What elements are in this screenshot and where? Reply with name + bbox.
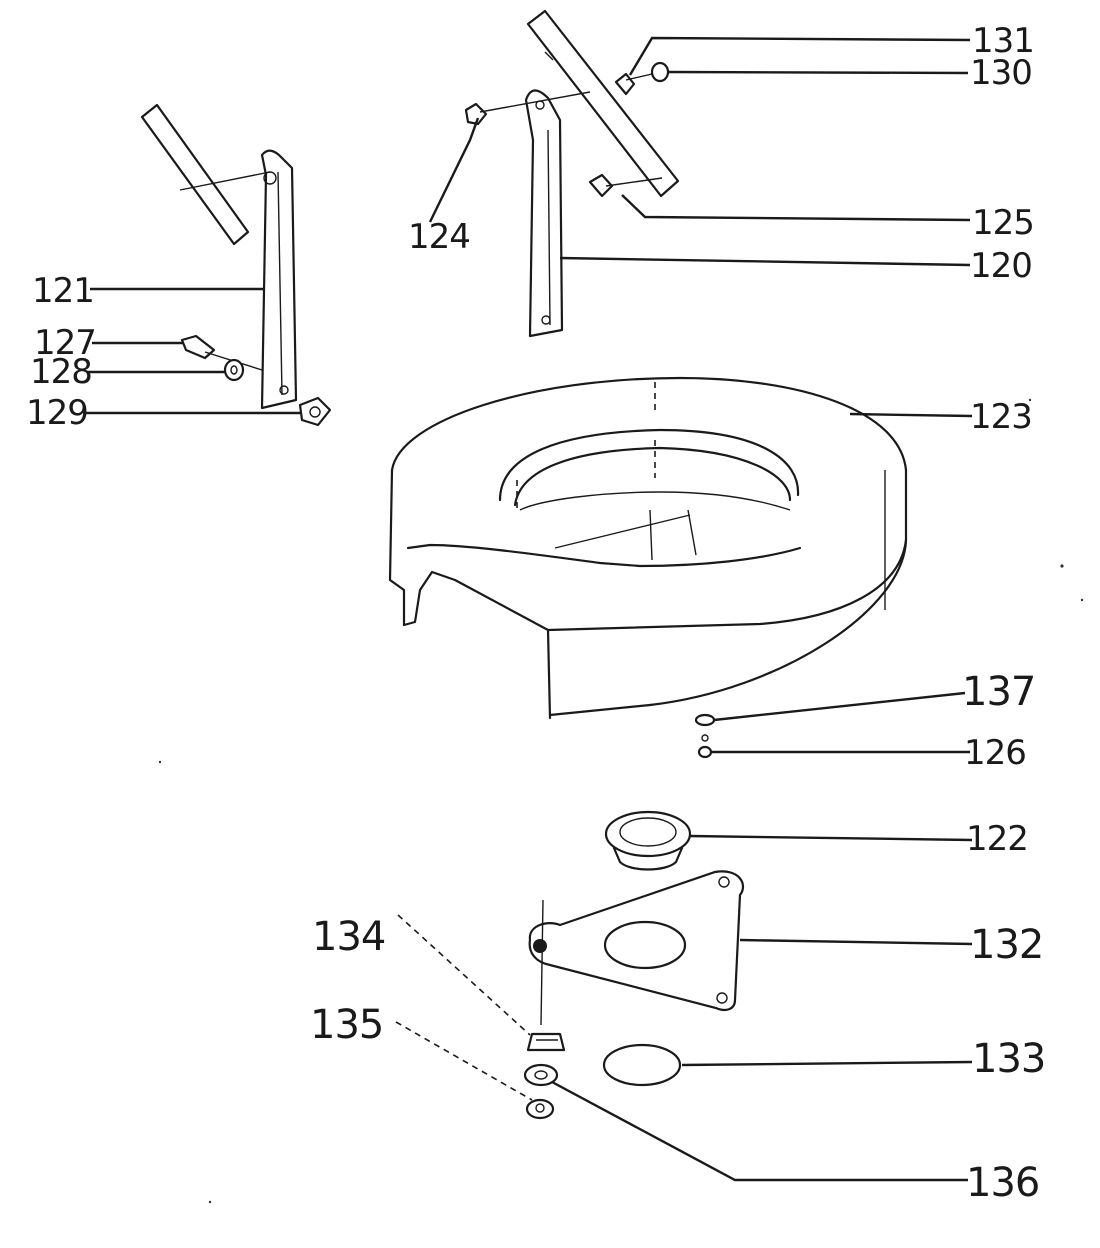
label-129: 129 — [26, 393, 88, 433]
plate-132 — [528, 870, 973, 1026]
label-132: 132 — [970, 922, 1043, 968]
label-120: 120 — [970, 246, 1032, 286]
label-137: 137 — [962, 669, 1035, 715]
callout-labels: 131 130 124 125 120 121 127 128 129 123 … — [26, 21, 1046, 1206]
ring-133 — [602, 1043, 973, 1087]
left-bracket-assembly — [84, 103, 332, 427]
label-128: 128 — [30, 352, 92, 392]
label-124: 124 — [408, 217, 470, 257]
label-133: 133 — [972, 1036, 1045, 1082]
label-122: 122 — [966, 819, 1028, 859]
washer-128 — [223, 358, 245, 382]
bracket-120 — [524, 89, 564, 338]
label-130: 130 — [970, 53, 1032, 93]
label-135: 135 — [310, 1002, 383, 1048]
label-125: 125 — [972, 203, 1034, 243]
label-121: 121 — [32, 271, 94, 311]
label-136: 136 — [966, 1160, 1039, 1206]
pin-125 — [588, 173, 663, 198]
clip-131 — [614, 72, 636, 96]
nut-129 — [298, 396, 332, 427]
bushing-122 — [604, 810, 973, 871]
screw-126 — [697, 734, 970, 759]
bracket-121 — [260, 149, 298, 410]
right-rod — [526, 9, 680, 198]
housing-123 — [388, 376, 973, 720]
left-rod — [140, 103, 271, 246]
right-bracket-assembly — [428, 9, 971, 338]
label-134: 134 — [312, 914, 385, 960]
scan-specks — [158, 398, 1084, 1204]
bolt-127 — [180, 334, 263, 371]
label-123: 123 — [970, 397, 1032, 437]
clip-134 — [397, 914, 566, 1052]
nut-130 — [625, 61, 670, 83]
washer-137 — [694, 691, 966, 727]
label-126: 126 — [964, 733, 1026, 773]
label-127: 127 — [34, 323, 96, 363]
pin-124 — [464, 91, 591, 126]
screw-135 — [395, 1021, 555, 1120]
washer-136 — [523, 1063, 968, 1182]
label-131: 131 — [972, 21, 1034, 61]
